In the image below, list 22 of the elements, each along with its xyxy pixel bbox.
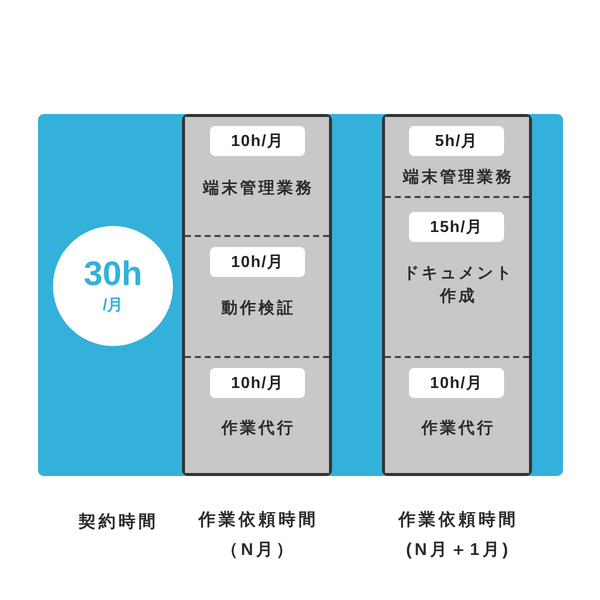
hours-tag: 5h/月 bbox=[409, 126, 504, 156]
task-section bbox=[185, 356, 329, 473]
column-caption: 作業依頼時間(N月＋1月) bbox=[397, 509, 520, 561]
column-caption: 作業依頼時間（N月） bbox=[197, 509, 320, 561]
hours-tag: 15h/月 bbox=[409, 212, 504, 242]
hours-value: 30h bbox=[84, 256, 142, 292]
hours-tag: 10h/月 bbox=[210, 247, 305, 277]
background-panel bbox=[38, 114, 563, 476]
task-section bbox=[385, 356, 529, 473]
request-column bbox=[382, 114, 532, 476]
task-name: 端末管理業務 bbox=[202, 178, 314, 199]
hours-tag: 10h/月 bbox=[409, 368, 504, 398]
task-name: 動作検証 bbox=[220, 298, 296, 319]
task-name: ドキュメント作成 bbox=[402, 264, 515, 307]
column-caption: 契約時間 bbox=[78, 511, 158, 533]
task-name: 作業代行 bbox=[220, 418, 296, 439]
hours-unit: /月 bbox=[102, 296, 124, 316]
task-name: 端末管理業務 bbox=[402, 168, 514, 188]
hours-tag: 10h/月 bbox=[210, 368, 305, 398]
task-name: 作業代行 bbox=[420, 418, 496, 439]
hours-tag: 10h/月 bbox=[210, 126, 305, 156]
request-column bbox=[182, 114, 332, 476]
